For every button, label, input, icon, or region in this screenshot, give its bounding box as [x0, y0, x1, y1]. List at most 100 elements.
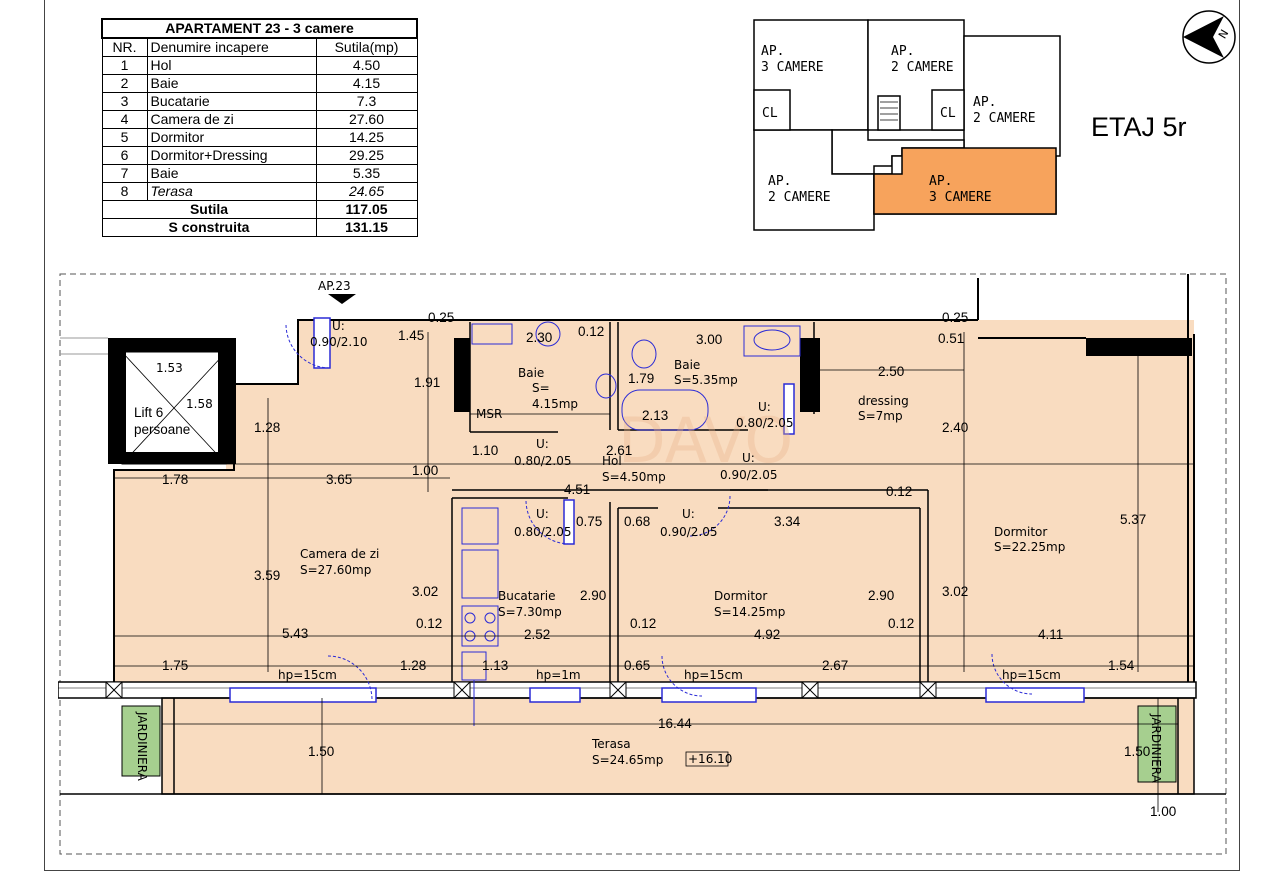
- total-built-value: 131.15: [315, 218, 418, 237]
- key-cl-1: CL: [762, 106, 778, 121]
- msr-label: MSR: [476, 407, 502, 421]
- dim-label: 5.43: [282, 626, 308, 641]
- room-terasa-area: S=24.65mp: [592, 753, 663, 767]
- lift-label-1: Lift 6: [134, 405, 163, 420]
- entry-door-u: U:: [332, 319, 345, 333]
- dim-label: 1.75: [162, 658, 188, 673]
- north-arrow-icon: N: [1182, 10, 1236, 64]
- key-unit-3: AP.2 CAMERE: [973, 95, 1036, 126]
- header-name: Denumire incapere: [146, 37, 317, 57]
- hol-door-u: U:: [742, 451, 755, 465]
- dim-label: 1.00: [1150, 804, 1176, 819]
- dim-label: 0.12: [886, 484, 912, 499]
- jardiniera-left: JARDINIERA: [135, 711, 149, 782]
- dim-label: 2.40: [942, 420, 968, 435]
- room-baie1-area1: S=: [532, 381, 550, 395]
- dim-label: 2.90: [580, 588, 606, 603]
- floor-title: ETAJ 5r: [1091, 112, 1187, 142]
- dim-label: 4.11: [1038, 627, 1063, 642]
- dim-label: 1.13: [482, 658, 508, 673]
- key-unit-1: AP.3 CAMERE: [761, 44, 824, 75]
- dormitor-door-size: 0.90/2.05: [660, 525, 717, 539]
- dim-label: 2.50: [878, 364, 904, 379]
- dim-label: 1.50: [308, 744, 334, 759]
- header-area: Sutila(mp): [315, 37, 418, 57]
- dim-label: 0.65: [624, 658, 650, 673]
- dim-label: 0.25: [942, 310, 968, 325]
- entry-door-size: 0.90/2.10: [310, 335, 367, 349]
- room-hol-name: Hol: [602, 454, 622, 468]
- room-dressing-name: dressing: [858, 394, 909, 408]
- total-util-value: 117.05: [315, 200, 418, 219]
- dim-label: 1.45: [398, 328, 424, 343]
- room-hol-area: S=4.50mp: [602, 470, 666, 484]
- baie1-door-size: 0.80/2.05: [514, 454, 571, 468]
- dim-label: 1.28: [254, 420, 280, 435]
- lift-label-2: persoane: [134, 422, 190, 437]
- dim-label: 3.65: [326, 472, 352, 487]
- baie2-door-size: 0.80/2.05: [736, 416, 793, 430]
- dim-label: 5.37: [1120, 512, 1146, 527]
- dim-label: 0.68: [624, 514, 650, 529]
- window-label-2: hp=1m: [536, 668, 581, 682]
- dim-label: 3.59: [254, 568, 280, 583]
- bucatarie-door-size: 0.80/2.05: [514, 525, 571, 539]
- window-label-4: hp=15cm: [1002, 668, 1061, 682]
- svg-text:DAVO: DAVO: [618, 404, 793, 477]
- room-baie2-area: S=5.35mp: [674, 373, 738, 387]
- floor-key-plan: [753, 19, 1061, 231]
- dim-label: 4.92: [754, 627, 780, 642]
- dim-label: 0.75: [576, 514, 602, 529]
- dim-label: 4.51: [564, 482, 590, 497]
- key-unit-5: AP.3 CAMERE: [929, 174, 992, 205]
- dormitor-door-u: U:: [682, 507, 695, 521]
- dim-label: 0.12: [888, 616, 914, 631]
- hol-door-size: 0.90/2.05: [720, 468, 777, 482]
- dim-label: 0.12: [630, 616, 656, 631]
- room-bucatarie-name: Bucatarie: [498, 589, 556, 603]
- highlight-unit: [873, 147, 1057, 215]
- dim-label: 2.67: [822, 658, 848, 673]
- header-nr: NR.: [101, 37, 148, 57]
- room-dormitor1-name: Dormitor: [714, 589, 767, 603]
- window-label-1: hp=15cm: [278, 668, 337, 682]
- baie1-door-u: U:: [536, 437, 549, 451]
- dim-label: 1.79: [628, 371, 654, 386]
- dim-label: 1.00: [412, 463, 438, 478]
- room-dormitor1-area: S=14.25mp: [714, 605, 785, 619]
- lift-width: 1.53: [156, 361, 183, 375]
- table-title: APARTAMENT 23 - 3 camere: [101, 18, 418, 39]
- room-baie2-name: Baie: [674, 358, 700, 372]
- jardiniera-right: JARDINIERA: [1149, 713, 1163, 784]
- room-terasa-name: Terasa: [591, 737, 631, 751]
- dim-label: 2.13: [642, 408, 668, 423]
- dim-label: 0.51: [938, 331, 964, 346]
- dim-label: 1.10: [472, 443, 498, 458]
- dim-label: 3.00: [696, 332, 722, 347]
- total-util-row: Sutila 117.05: [101, 200, 418, 219]
- baie2-door-u: U:: [758, 400, 771, 414]
- key-unit-2: AP.2 CAMERE: [891, 44, 954, 75]
- room-baie1-area2: 4.15mp: [532, 397, 578, 411]
- room-dormitor2-area: S=22.25mp: [994, 540, 1065, 554]
- total-built-row: S construita 131.15: [101, 218, 418, 237]
- dim-label: 16.44: [658, 716, 692, 731]
- room-camera-name: Camera de zi: [300, 547, 379, 561]
- dim-label: 0.25: [428, 310, 454, 325]
- page-frame: [44, 0, 1240, 871]
- area-table: APARTAMENT 23 - 3 camere NR. Denumire in…: [101, 18, 418, 237]
- total-built-label: S construita: [101, 218, 317, 237]
- lift-depth: 1.58: [186, 397, 213, 411]
- dim-label: 3.02: [412, 584, 438, 599]
- dim-label: 1.91: [414, 375, 440, 390]
- dim-label: 1.54: [1108, 658, 1135, 673]
- key-cl-2: CL: [940, 106, 956, 121]
- window-label-3: hp=15cm: [684, 668, 743, 682]
- dim-label: 2.90: [868, 588, 894, 603]
